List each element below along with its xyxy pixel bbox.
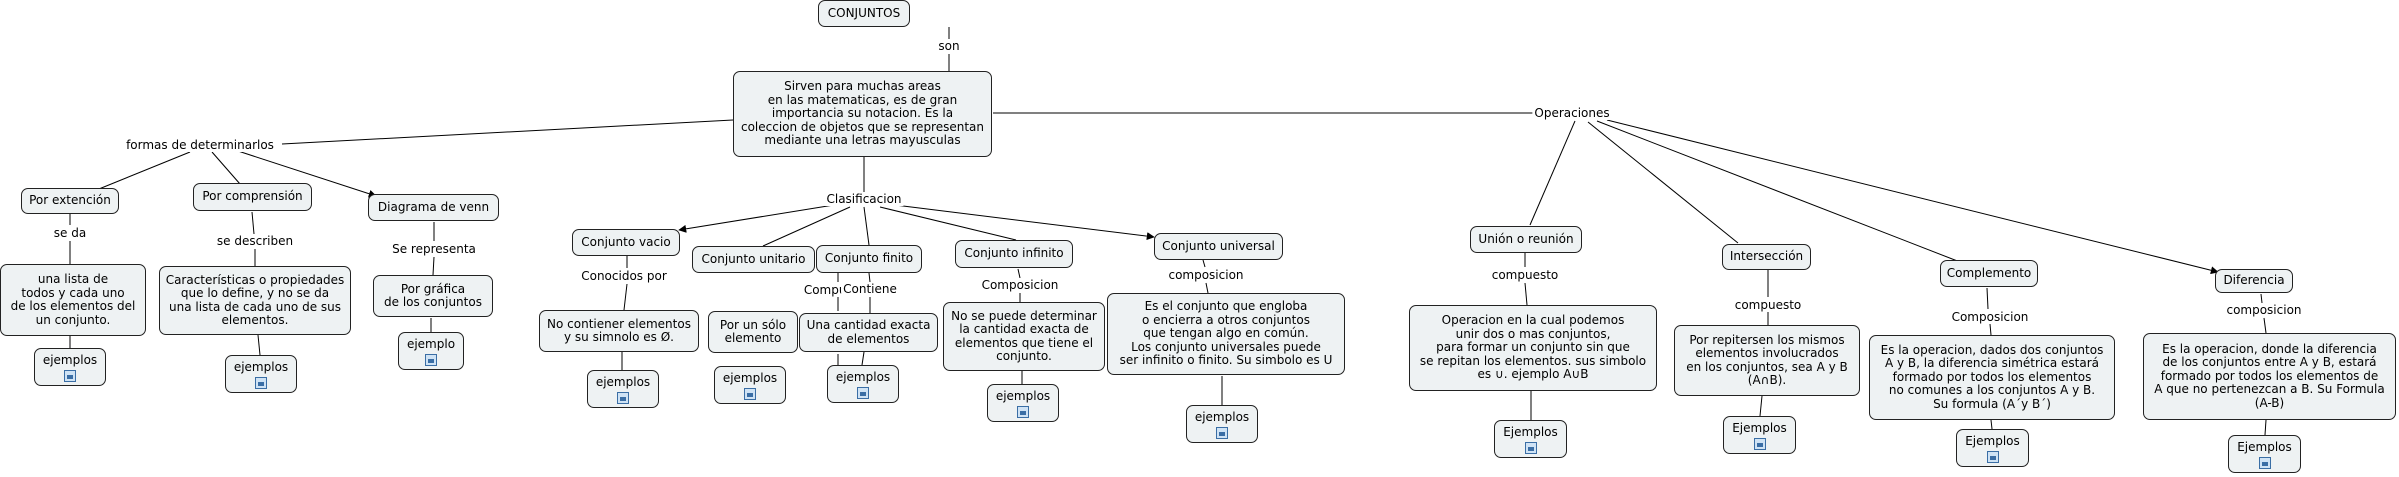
resource-label: ejemplos (595, 375, 651, 389)
resource-label: ejemplos (1194, 410, 1250, 424)
resource-ejemplos-interseccion[interactable]: Ejemplos (1723, 416, 1796, 454)
concept-grafica[interactable]: Por gráfica de los conjuntos (373, 275, 493, 317)
concept-diferencia[interactable]: Diferencia (2215, 269, 2293, 293)
concept-conjuntos[interactable]: CONJUNTOS (818, 0, 910, 27)
concept-conjunto-unitario[interactable]: Conjunto unitario (692, 246, 815, 273)
resource-label: Ejemplos (1732, 421, 1787, 435)
concept-no-determinar[interactable]: No se puede determinar la cantidad exact… (943, 302, 1105, 371)
concept-conjunto-vacio[interactable]: Conjunto vacio (572, 229, 680, 256)
phrase-formas-de-determinarlos: formas de determinarlos (124, 138, 276, 152)
concept-interseccion[interactable]: Intersección (1722, 244, 1811, 270)
concept-un-solo-elemento[interactable]: Por un sólo elemento (708, 311, 798, 353)
concept-complemento-def[interactable]: Es la operacion, dados dos conjuntos A y… (1869, 335, 2115, 420)
concept-universal-def[interactable]: Es el conjunto que engloba o encierra a … (1107, 293, 1345, 375)
concept-definicion[interactable]: Sirven para muchas areas en las matemati… (733, 71, 992, 157)
phrase-composicion-diferencia: composicion (2224, 303, 2304, 317)
phrase-composicion-infinito: Composicion (979, 278, 1061, 292)
concept-union[interactable]: Unión o reunión (1470, 226, 1582, 253)
concept-por-extension[interactable]: Por extención (21, 188, 119, 214)
image-resource-icon[interactable] (857, 387, 869, 399)
concept-complemento[interactable]: Complemento (1940, 260, 2038, 287)
resource-ejemplo-venn[interactable]: ejemplo (398, 332, 464, 370)
concept-conjunto-infinito[interactable]: Conjunto infinito (955, 240, 1073, 268)
concept-diagrama-venn[interactable]: Diagrama de venn (368, 194, 499, 221)
image-resource-icon[interactable] (2258, 457, 2271, 469)
phrase-se-da: se da (51, 226, 89, 240)
phrase-clasificacion: Clasificacion (824, 192, 904, 206)
resource-label: ejemplos (233, 360, 289, 374)
resource-ejemplos-finito[interactable]: ejemplos (827, 365, 899, 403)
image-resource-icon[interactable] (617, 392, 629, 404)
resource-ejemplos-union[interactable]: Ejemplos (1494, 420, 1567, 458)
resource-ejemplos-complemento[interactable]: Ejemplos (1956, 429, 2029, 467)
resource-label: ejemplo (406, 337, 456, 351)
resource-label: Ejemplos (2237, 440, 2292, 454)
resource-label: ejemplos (995, 389, 1051, 403)
image-resource-icon[interactable] (1986, 451, 1999, 463)
resource-ejemplos-comprension[interactable]: ejemplos (225, 355, 297, 393)
phrase-conocidos-por: Conocidos por (579, 269, 669, 283)
phrase-se-describen: se describen (214, 234, 296, 248)
resource-label: Ejemplos (1503, 425, 1558, 439)
image-resource-icon[interactable] (1216, 427, 1228, 439)
image-resource-icon[interactable] (255, 377, 267, 389)
concept-diferencia-def[interactable]: Es la operacion, donde la diferencia de … (2143, 333, 2396, 420)
resource-ejemplos-universal[interactable]: ejemplos (1186, 405, 1258, 443)
phrase-contiene: Contiene (841, 282, 899, 296)
concept-caracteristicas[interactable]: Características o propiedades que lo def… (159, 266, 351, 335)
concept-por-comprension[interactable]: Por comprensión (193, 183, 312, 211)
concept-lista[interactable]: una lista de todos y cada uno de los ele… (0, 264, 146, 336)
image-resource-icon[interactable] (1753, 438, 1766, 450)
phrase-son: son (936, 39, 962, 53)
concept-cantidad-exacta[interactable]: Una cantidad exacta de elementos (799, 313, 938, 352)
resource-ejemplos-infinito[interactable]: ejemplos (987, 384, 1059, 422)
phrase-compuesto-union: compuesto (1489, 268, 1561, 282)
resource-ejemplos-extension[interactable]: ejemplos (34, 348, 106, 386)
resource-ejemplos-diferencia[interactable]: Ejemplos (2228, 435, 2301, 473)
image-resource-icon[interactable] (744, 388, 756, 400)
phrase-composicion-complemento: Composicion (1949, 310, 2031, 324)
image-resource-icon[interactable] (1524, 442, 1537, 454)
resource-label: Ejemplos (1965, 434, 2020, 448)
phrase-composicion-universal: composicion (1166, 268, 1246, 282)
resource-label: ejemplos (722, 371, 778, 385)
concept-interseccion-def[interactable]: Por repitersen los mismos elementos invo… (1674, 325, 1860, 396)
concept-no-contiene[interactable]: No contiener elementos y su simnolo es Ø… (539, 310, 699, 352)
resource-ejemplos-vacio[interactable]: ejemplos (587, 370, 659, 408)
phrase-compuesto-interseccion: compuesto (1732, 298, 1804, 312)
image-resource-icon[interactable] (64, 370, 76, 382)
concept-union-def[interactable]: Operacion en la cual podemos unir dos o … (1409, 305, 1657, 391)
concept-conjunto-finito[interactable]: Conjunto finito (816, 245, 922, 273)
resource-ejemplos-unitario[interactable]: ejemplos (714, 366, 786, 404)
image-resource-icon[interactable] (425, 354, 437, 366)
phrase-operaciones: Operaciones (1532, 106, 1612, 120)
resource-label: ejemplos (835, 370, 891, 384)
concept-conjunto-universal[interactable]: Conjunto universal (1154, 233, 1283, 260)
image-resource-icon[interactable] (1017, 406, 1029, 418)
resource-label: ejemplos (42, 353, 98, 367)
phrase-se-representa: Se representa (390, 242, 478, 256)
